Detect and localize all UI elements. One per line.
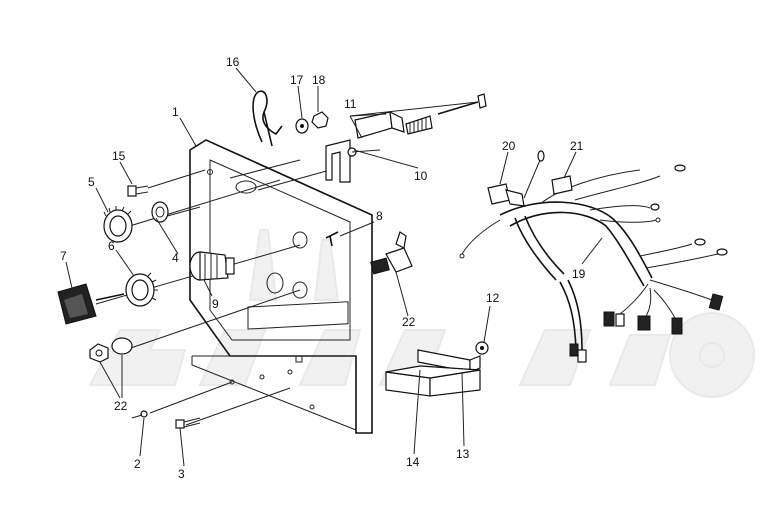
spring-clip: [252, 90, 283, 147]
switch-bezel: [125, 272, 158, 307]
callout-21: 21: [570, 139, 584, 153]
nut: [311, 111, 329, 129]
lock-washer: [151, 201, 169, 223]
callout-1: 1: [172, 105, 179, 119]
callout-13: 13: [456, 447, 470, 461]
callout-22-nut: 22: [114, 399, 128, 413]
callout-labels: 1 2 3 4 5 6 7 8 9 10 11 12 13 14 15 16 1…: [60, 55, 586, 481]
callout-12: 12: [486, 291, 500, 305]
callout-leaders: [65, 67, 603, 467]
callout-7: 7: [60, 249, 67, 263]
screw-long: [175, 417, 201, 429]
bezel-ring: [103, 206, 133, 243]
key: [57, 283, 125, 325]
toggle-switch: [370, 231, 413, 275]
callout-10: 10: [414, 169, 428, 183]
callout-2: 2: [134, 457, 141, 471]
bracket-assembly: [325, 93, 487, 183]
wire-clip: [325, 231, 339, 247]
mounting-panel: [189, 139, 373, 434]
callout-16: 16: [226, 55, 240, 69]
callout-3: 3: [178, 467, 185, 481]
callout-6: 6: [108, 239, 115, 253]
lock-washer-hole: [155, 206, 165, 218]
callout-4: 4: [172, 251, 179, 265]
washer-hole-icon: [300, 124, 304, 128]
callout-20: 20: [502, 139, 516, 153]
callout-8: 8: [376, 209, 383, 223]
callout-17: 17: [290, 73, 304, 87]
callout-19: 19: [572, 267, 586, 281]
bolt: [127, 185, 149, 197]
wiring-harness: [459, 150, 728, 363]
callout-22-toggle: 22: [402, 315, 416, 329]
callout-15: 15: [112, 149, 126, 163]
screw-small: [131, 410, 148, 419]
callout-18: 18: [312, 73, 326, 87]
callout-11: 11: [344, 97, 357, 111]
hex-nut-hole: [95, 349, 103, 357]
callout-9: 9: [212, 297, 219, 311]
ignition-switch: [189, 251, 235, 281]
callout-14: 14: [406, 455, 420, 469]
callout-5: 5: [88, 175, 95, 189]
tab-washer: [111, 337, 133, 355]
grommet-hole: [480, 346, 484, 350]
